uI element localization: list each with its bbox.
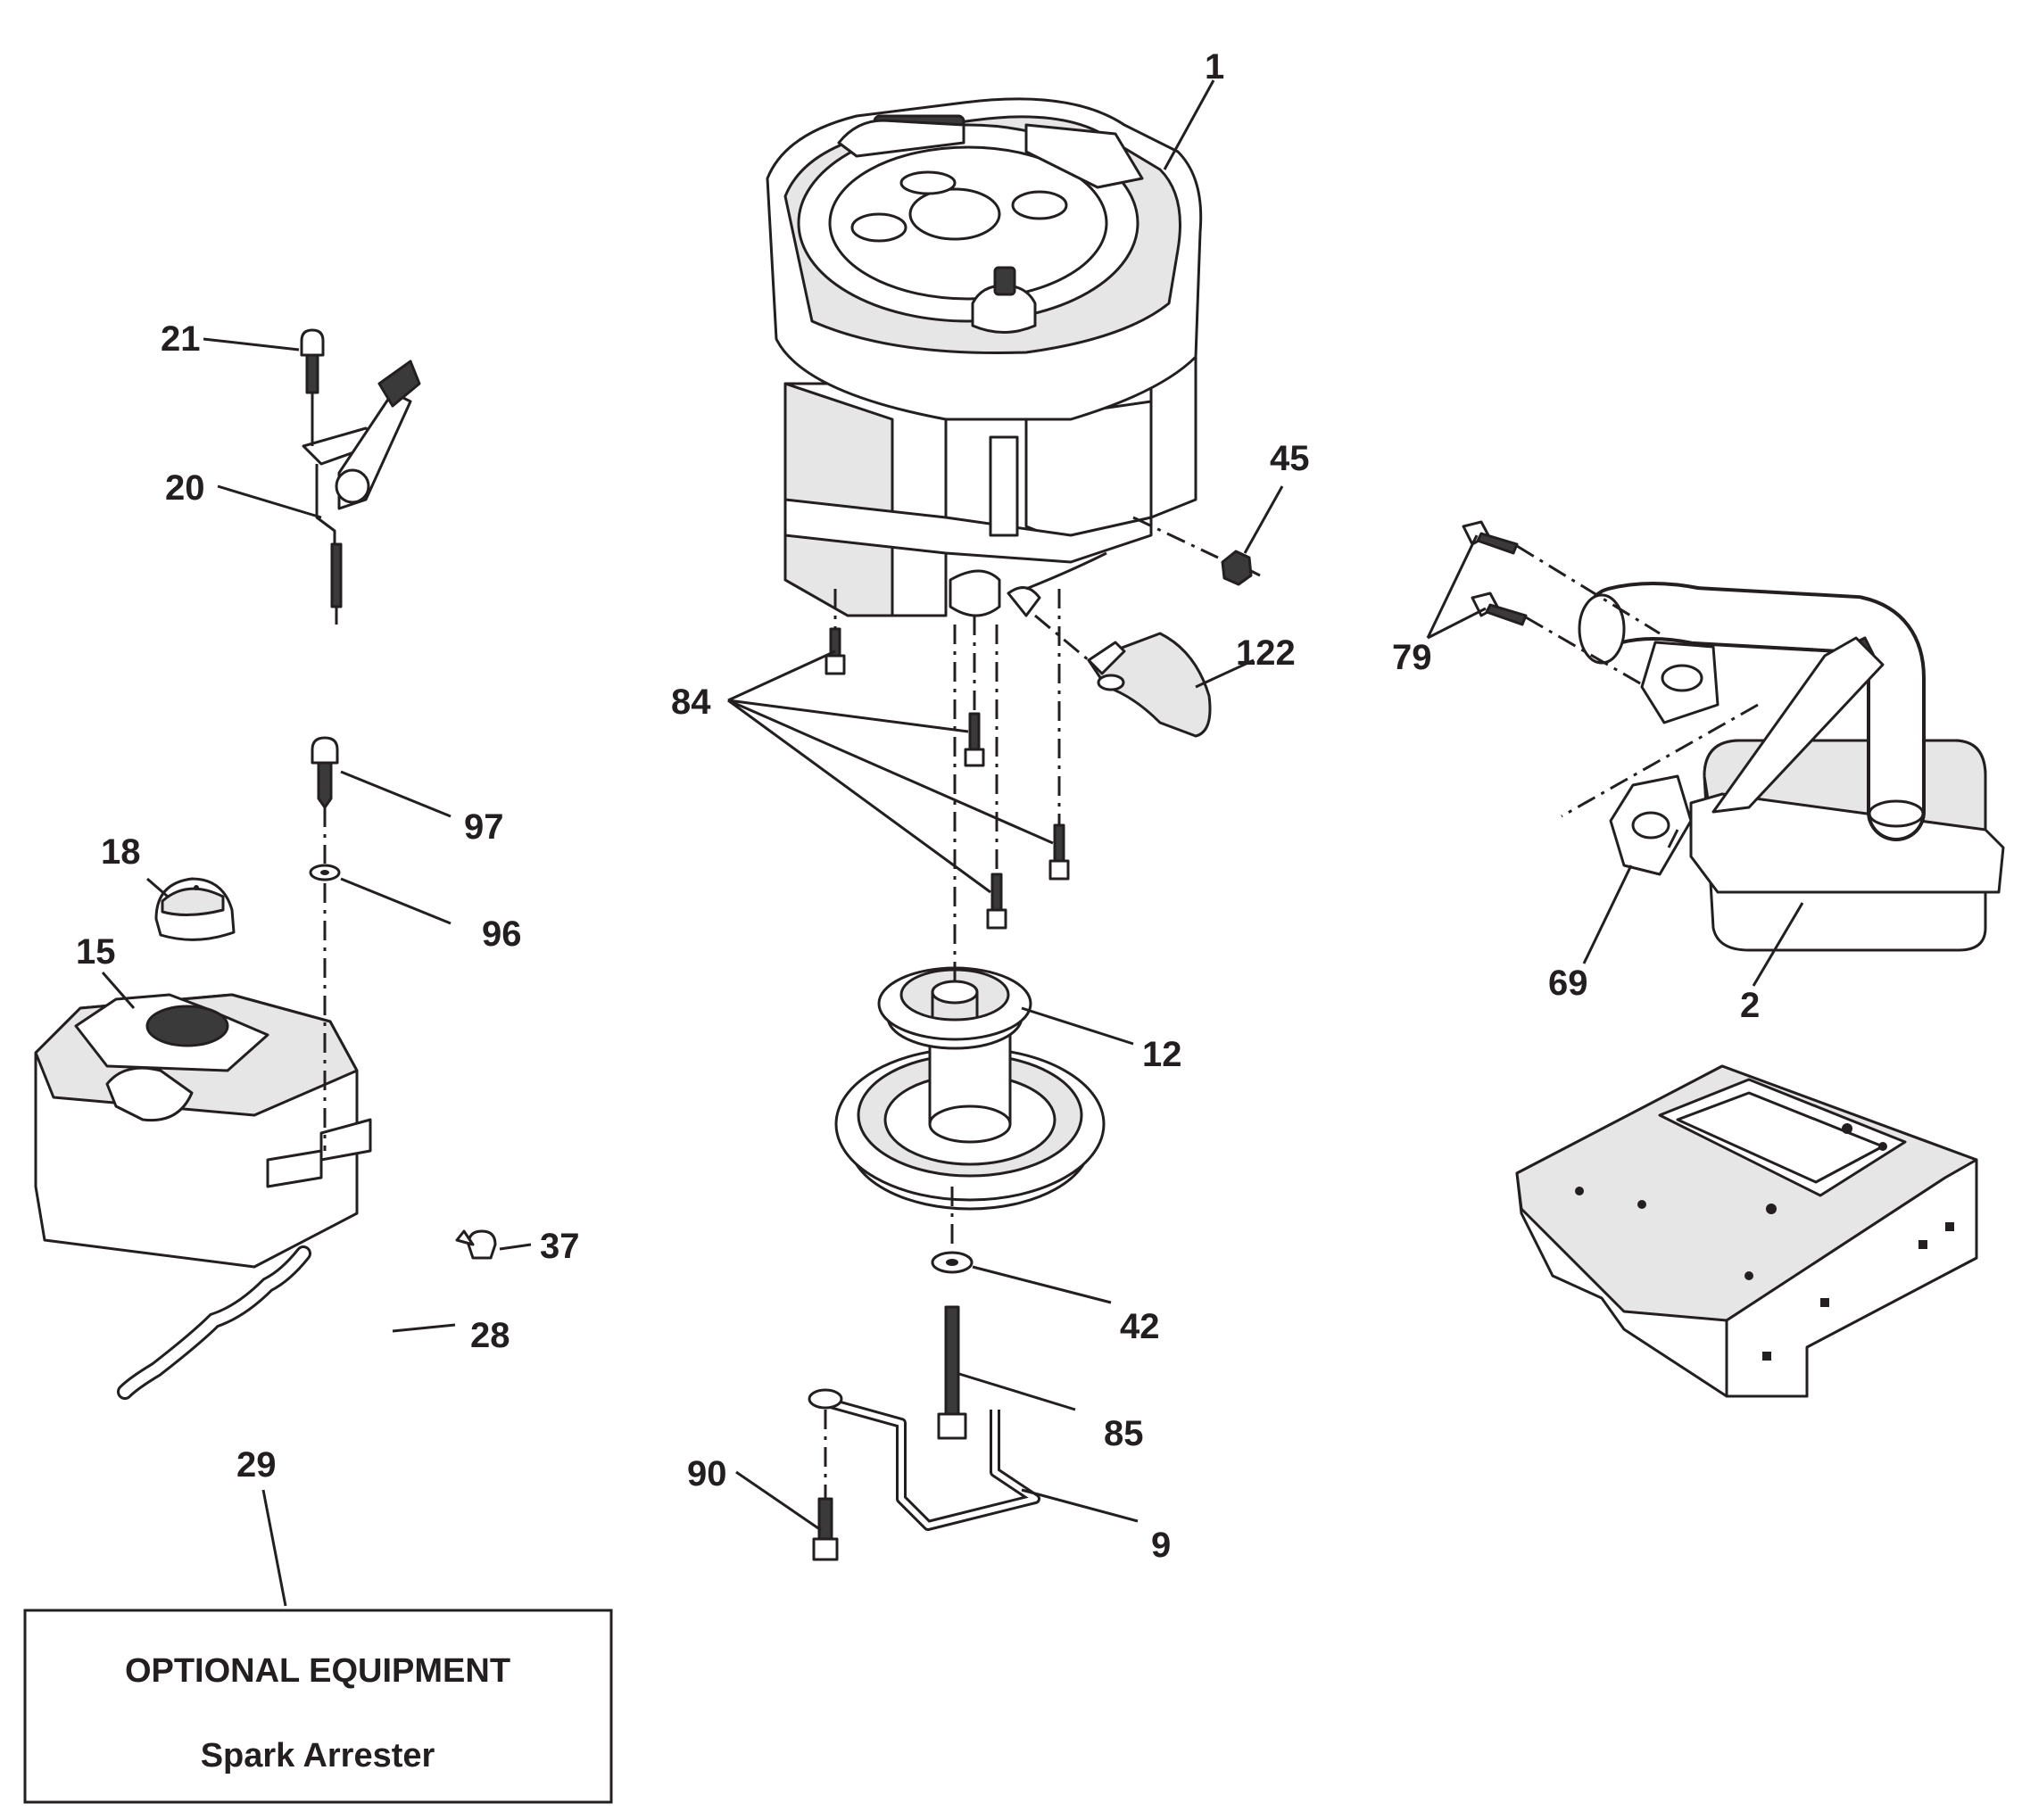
callout-69: 69: [1548, 964, 1588, 1003]
callout-96: 96: [482, 914, 522, 954]
rod-and-bolt: [808, 1388, 1040, 1561]
muffler: [1462, 520, 2005, 952]
optional-equipment-item: Spark Arrester: [201, 1737, 435, 1774]
callout-12: 12: [1142, 1035, 1182, 1074]
optional-equipment-box: OPTIONAL EQUIPMENT Spark Arrester: [23, 1609, 613, 1804]
engine-mounting-plate: [1515, 1064, 1978, 1398]
callout-28: 28: [470, 1316, 510, 1355]
nut: [1132, 516, 1261, 586]
callout-45: 45: [1270, 439, 1310, 478]
fuel-line: [117, 1229, 497, 1400]
callout-9: 9: [1151, 1526, 1171, 1565]
callout-122: 122: [1236, 633, 1296, 673]
callout-2: 2: [1740, 986, 1760, 1025]
callout-42: 42: [1120, 1307, 1160, 1346]
washer-and-bolt: [931, 1187, 974, 1440]
throttle-control: [300, 328, 421, 625]
callout-37: 37: [540, 1227, 580, 1266]
callout-79: 79: [1392, 638, 1432, 677]
bracket: [1034, 614, 1212, 738]
callout-29: 29: [236, 1445, 277, 1485]
callout-18: 18: [101, 832, 141, 872]
callout-20: 20: [165, 468, 205, 508]
callout-90: 90: [687, 1454, 727, 1493]
engine-pulley: [834, 625, 1106, 1211]
callout-21: 21: [161, 319, 201, 359]
engine-assembly: [766, 97, 1203, 617]
leader-lines: [101, 79, 1804, 1607]
callout-85: 85: [1104, 1414, 1144, 1453]
callout-15: 15: [76, 932, 116, 972]
callout-numbers: 1 45 122 21 20 84 97 96 18 15 37 28 29 1…: [76, 47, 1760, 1565]
screw-and-washer: [309, 736, 341, 1151]
optional-equipment-title: OPTIONAL EQUIPMENT: [125, 1652, 510, 1690]
callout-84: 84: [671, 682, 711, 722]
callout-1: 1: [1205, 47, 1224, 87]
fuel-tank: [34, 877, 372, 1269]
callout-97: 97: [464, 807, 504, 847]
mounting-bolts: [825, 589, 1070, 930]
